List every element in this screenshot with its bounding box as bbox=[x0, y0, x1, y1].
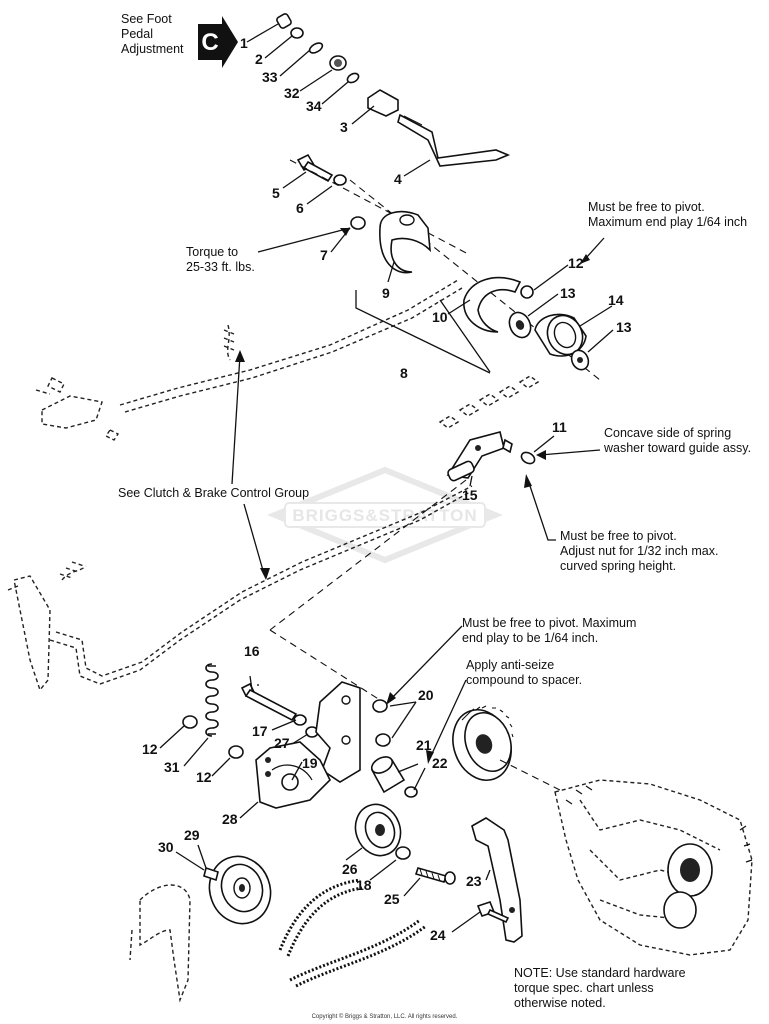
part-number: 26 bbox=[342, 861, 358, 877]
part-number: 31 bbox=[164, 759, 180, 775]
bracket-23 bbox=[471, 817, 523, 943]
note-hardware-torque: NOTE: Use standard hardware torque spec.… bbox=[514, 966, 686, 1010]
part-number: 25 bbox=[384, 891, 400, 907]
part-number: 21 bbox=[416, 737, 432, 753]
part-number: 16 bbox=[244, 643, 260, 659]
part-number: 12 bbox=[568, 255, 584, 271]
callout-c-letter: C bbox=[201, 29, 218, 56]
part-number: 1 bbox=[240, 35, 248, 51]
part-number: 33 bbox=[262, 69, 278, 85]
part-number: 4 bbox=[394, 171, 402, 187]
part-number: 14 bbox=[608, 292, 624, 308]
note-concave-washer: Concave side of spring washer toward gui… bbox=[604, 426, 752, 455]
part-number: 3 bbox=[340, 119, 348, 135]
part-number: 29 bbox=[184, 827, 200, 843]
assembly-line-mid bbox=[269, 479, 467, 701]
part-number: 13 bbox=[616, 319, 632, 335]
leader-lines bbox=[159, 23, 614, 933]
brake-clamp-9 bbox=[350, 211, 431, 274]
part-number: 24 bbox=[430, 927, 446, 943]
part-number-labels: 1 2 33 32 34 3 4 5 6 7 9 12 13 14 10 13 … bbox=[142, 35, 632, 943]
part-number: 6 bbox=[296, 200, 304, 216]
drive-belt bbox=[278, 878, 427, 988]
part-number: 11 bbox=[552, 419, 567, 435]
linkage-ghost-upper bbox=[35, 279, 540, 441]
pulley-26 bbox=[354, 803, 456, 885]
engine-block bbox=[554, 779, 753, 956]
hardware-stack-top bbox=[276, 13, 511, 167]
part-number: 34 bbox=[306, 98, 322, 114]
note-clutch-brake-group: See Clutch & Brake Control Group bbox=[118, 486, 310, 500]
deck-fragment bbox=[129, 884, 191, 1003]
note-pivot-12: Must be free to pivot. Maximum end play … bbox=[588, 200, 748, 229]
idler-assembly bbox=[182, 663, 418, 809]
part-number: 5 bbox=[272, 185, 280, 201]
part-number: 32 bbox=[284, 85, 300, 101]
part-number: 20 bbox=[418, 687, 434, 703]
bolt-5 bbox=[296, 153, 347, 186]
part-number: 22 bbox=[432, 755, 448, 771]
pulley-29 bbox=[203, 855, 272, 925]
watermark-text: BRIGGS&STRATTON bbox=[292, 506, 477, 525]
note-torque: Torque to 25-33 ft. lbs. bbox=[186, 245, 255, 274]
linkage-ghost-lower bbox=[7, 485, 473, 692]
part-number: 17 bbox=[252, 723, 268, 739]
brake-band-10 bbox=[463, 276, 590, 371]
part-number: 9 bbox=[382, 285, 390, 301]
part-number: 13 bbox=[560, 285, 576, 301]
callout-c-badge: C bbox=[198, 16, 238, 68]
pulley-large bbox=[452, 705, 514, 781]
part-number: 30 bbox=[158, 839, 174, 855]
part-number: 23 bbox=[466, 873, 482, 889]
part-number: 18 bbox=[356, 877, 372, 893]
note-pivot-adjust: Must be free to pivot. Adjust nut for 1/… bbox=[560, 529, 719, 573]
part-number: 28 bbox=[222, 811, 238, 827]
part-number: 2 bbox=[255, 51, 263, 67]
part-number: 7 bbox=[320, 247, 328, 263]
bracket-8-lines bbox=[355, 290, 491, 374]
part-number: 19 bbox=[302, 755, 318, 771]
watermark-logo: BRIGGS&STRATTON bbox=[267, 466, 503, 564]
note-anti-seize: Apply anti-seize compound to spacer. bbox=[466, 658, 583, 687]
part-number: 12 bbox=[196, 769, 212, 785]
bracket-8-lines-b bbox=[439, 299, 491, 373]
part-number: 15 bbox=[462, 487, 478, 503]
part-number: 8 bbox=[400, 365, 408, 381]
note-pivot-20: Must be free to pivot. Maximum end play … bbox=[462, 616, 637, 645]
part-number: 27 bbox=[274, 735, 290, 751]
part-number: 12 bbox=[142, 741, 158, 757]
note-see-foot-pedal: See Foot Pedal Adjustment bbox=[121, 12, 184, 56]
part-number: 10 bbox=[432, 309, 448, 325]
copyright-text: Copyright © Briggs & Stratton, LLC. All … bbox=[311, 1014, 458, 1020]
guide-arm-15 bbox=[446, 431, 536, 482]
